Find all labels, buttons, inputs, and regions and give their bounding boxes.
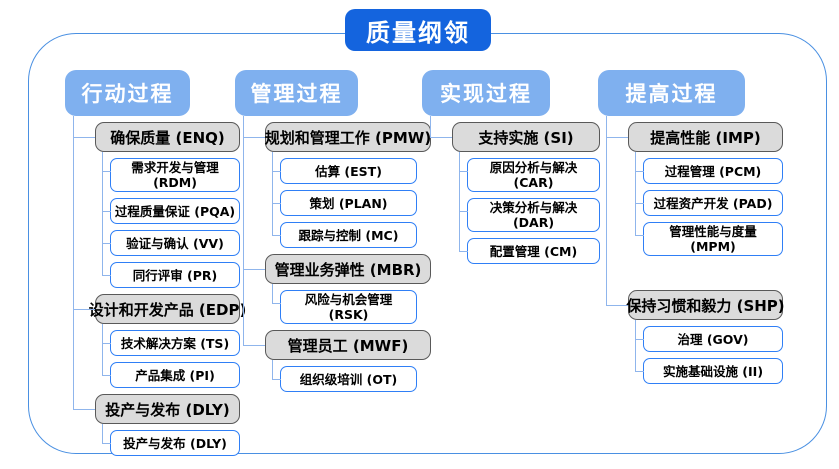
children-list: 风险与机会管理 (RSK)	[265, 284, 431, 324]
group-node: 提高性能 (IMP) 过程管理 (PCM) 过程资产开发 (PAD) 管理性能与…	[606, 116, 783, 256]
child-node: 管理性能与度量 (MPM)	[635, 216, 783, 256]
child-box-ot: 组织级培训 (OT)	[280, 366, 417, 392]
children-list: 原因分析与解决 (CAR) 决策分析与解决 (DAR) 配置管理 (CM)	[452, 152, 600, 264]
group-node: 确保质量 (ENQ) 需求开发与管理 (RDM) 过程质量保证 (PQA) 验证…	[73, 116, 240, 288]
child-node: 投产与发布 (DLY)	[102, 424, 240, 456]
child-box-vv: 验证与确认 (VV)	[110, 230, 240, 256]
group-node: 管理员工 (MWF) 组织级培训 (OT)	[243, 324, 431, 392]
column-header-improvement-process: 提高过程	[598, 70, 745, 116]
group-box-imp: 提高性能 (IMP)	[628, 122, 783, 152]
child-box-pad: 过程资产开发 (PAD)	[643, 190, 783, 216]
column-action-process: 行动过程 确保质量 (ENQ) 需求开发与管理 (RDM) 过程质量保证 (PQ…	[65, 70, 246, 456]
group-node: 规划和管理工作 (PMW) 估算 (EST) 策划 (PLAN) 跟踪与控制 (…	[243, 116, 431, 248]
child-box-ts: 技术解决方案 (TS)	[110, 330, 240, 356]
column-header-action-process: 行动过程	[65, 70, 190, 116]
group-list: 确保质量 (ENQ) 需求开发与管理 (RDM) 过程质量保证 (PQA) 验证…	[65, 116, 246, 456]
children-list: 投产与发布 (DLY)	[95, 424, 240, 456]
child-node: 治理 (GOV)	[635, 320, 783, 352]
group-node: 保持习惯和毅力 (SHP) 治理 (GOV) 实施基础设施 (II)	[606, 256, 785, 384]
children-list: 需求开发与管理 (RDM) 过程质量保证 (PQA) 验证与确认 (VV) 同行…	[95, 152, 240, 288]
child-box-rdm: 需求开发与管理 (RDM)	[110, 158, 240, 192]
diagram-title: 质量纲领	[345, 9, 491, 51]
column-realization-process: 实现过程 支持实施 (SI) 原因分析与解决 (CAR) 决策分析与解决 (DA…	[422, 70, 600, 264]
child-box-est: 估算 (EST)	[280, 158, 417, 184]
child-box-ii: 实施基础设施 (II)	[643, 358, 783, 384]
child-node: 需求开发与管理 (RDM)	[102, 152, 240, 192]
group-box-mwf: 管理员工 (MWF)	[265, 330, 431, 360]
group-node: 设计和开发产品 (EDP) 技术解决方案 (TS) 产品集成 (PI)	[73, 288, 246, 388]
child-node: 过程质量保证 (PQA)	[102, 192, 240, 224]
child-node: 技术解决方案 (TS)	[102, 324, 240, 356]
child-node: 组织级培训 (OT)	[272, 360, 431, 392]
child-box-mc: 跟踪与控制 (MC)	[280, 222, 417, 248]
child-node: 验证与确认 (VV)	[102, 224, 240, 256]
children-list: 过程管理 (PCM) 过程资产开发 (PAD) 管理性能与度量 (MPM)	[628, 152, 783, 256]
child-node: 决策分析与解决 (DAR)	[459, 192, 600, 232]
column-header-realization-process: 实现过程	[422, 70, 550, 116]
group-node: 投产与发布 (DLY) 投产与发布 (DLY)	[73, 388, 240, 456]
children-list: 技术解决方案 (TS) 产品集成 (PI)	[95, 324, 240, 388]
child-box-pr: 同行评审 (PR)	[110, 262, 240, 288]
group-box-enq: 确保质量 (ENQ)	[95, 122, 240, 152]
group-box-dly: 投产与发布 (DLY)	[95, 394, 240, 424]
child-box-car: 原因分析与解决 (CAR)	[467, 158, 600, 192]
child-node: 原因分析与解决 (CAR)	[459, 152, 600, 192]
child-node: 同行评审 (PR)	[102, 256, 240, 288]
column-improvement-process: 提高过程 提高性能 (IMP) 过程管理 (PCM) 过程资产开发 (PAD) …	[598, 70, 785, 384]
group-node: 管理业务弹性 (MBR) 风险与机会管理 (RSK)	[243, 248, 431, 324]
child-box-dly: 投产与发布 (DLY)	[110, 430, 240, 456]
group-list: 提高性能 (IMP) 过程管理 (PCM) 过程资产开发 (PAD) 管理性能与…	[598, 116, 785, 384]
child-node: 实施基础设施 (II)	[635, 352, 783, 384]
child-node: 产品集成 (PI)	[102, 356, 240, 388]
group-list: 支持实施 (SI) 原因分析与解决 (CAR) 决策分析与解决 (DAR) 配置…	[422, 116, 600, 264]
column-management-process: 管理过程 规划和管理工作 (PMW) 估算 (EST) 策划 (PLAN) 跟踪…	[235, 70, 431, 392]
column-header-management-process: 管理过程	[235, 70, 358, 116]
group-box-si: 支持实施 (SI)	[452, 122, 600, 152]
child-node: 风险与机会管理 (RSK)	[272, 284, 431, 324]
group-box-mbr: 管理业务弹性 (MBR)	[265, 254, 431, 284]
child-node: 过程管理 (PCM)	[635, 152, 783, 184]
child-box-cm: 配置管理 (CM)	[467, 238, 600, 264]
child-box-rsk: 风险与机会管理 (RSK)	[280, 290, 417, 324]
children-list: 治理 (GOV) 实施基础设施 (II)	[628, 320, 783, 384]
child-box-plan: 策划 (PLAN)	[280, 190, 417, 216]
child-node: 跟踪与控制 (MC)	[272, 216, 431, 248]
child-node: 过程资产开发 (PAD)	[635, 184, 783, 216]
group-node: 支持实施 (SI) 原因分析与解决 (CAR) 决策分析与解决 (DAR) 配置…	[430, 116, 600, 264]
child-box-mpm: 管理性能与度量 (MPM)	[643, 222, 783, 256]
children-list: 组织级培训 (OT)	[265, 360, 431, 392]
child-box-pi: 产品集成 (PI)	[110, 362, 240, 388]
child-box-pcm: 过程管理 (PCM)	[643, 158, 783, 184]
group-box-edp: 设计和开发产品 (EDP)	[89, 294, 246, 324]
children-list: 估算 (EST) 策划 (PLAN) 跟踪与控制 (MC)	[265, 152, 431, 248]
child-box-gov: 治理 (GOV)	[643, 326, 783, 352]
group-box-shp: 保持习惯和毅力 (SHP)	[626, 290, 785, 320]
child-node: 配置管理 (CM)	[459, 232, 600, 264]
child-box-pqa: 过程质量保证 (PQA)	[110, 198, 240, 224]
child-box-dar: 决策分析与解决 (DAR)	[467, 198, 600, 232]
group-list: 规划和管理工作 (PMW) 估算 (EST) 策划 (PLAN) 跟踪与控制 (…	[235, 116, 431, 392]
child-node: 策划 (PLAN)	[272, 184, 431, 216]
group-box-pmw: 规划和管理工作 (PMW)	[265, 122, 431, 152]
child-node: 估算 (EST)	[272, 152, 431, 184]
